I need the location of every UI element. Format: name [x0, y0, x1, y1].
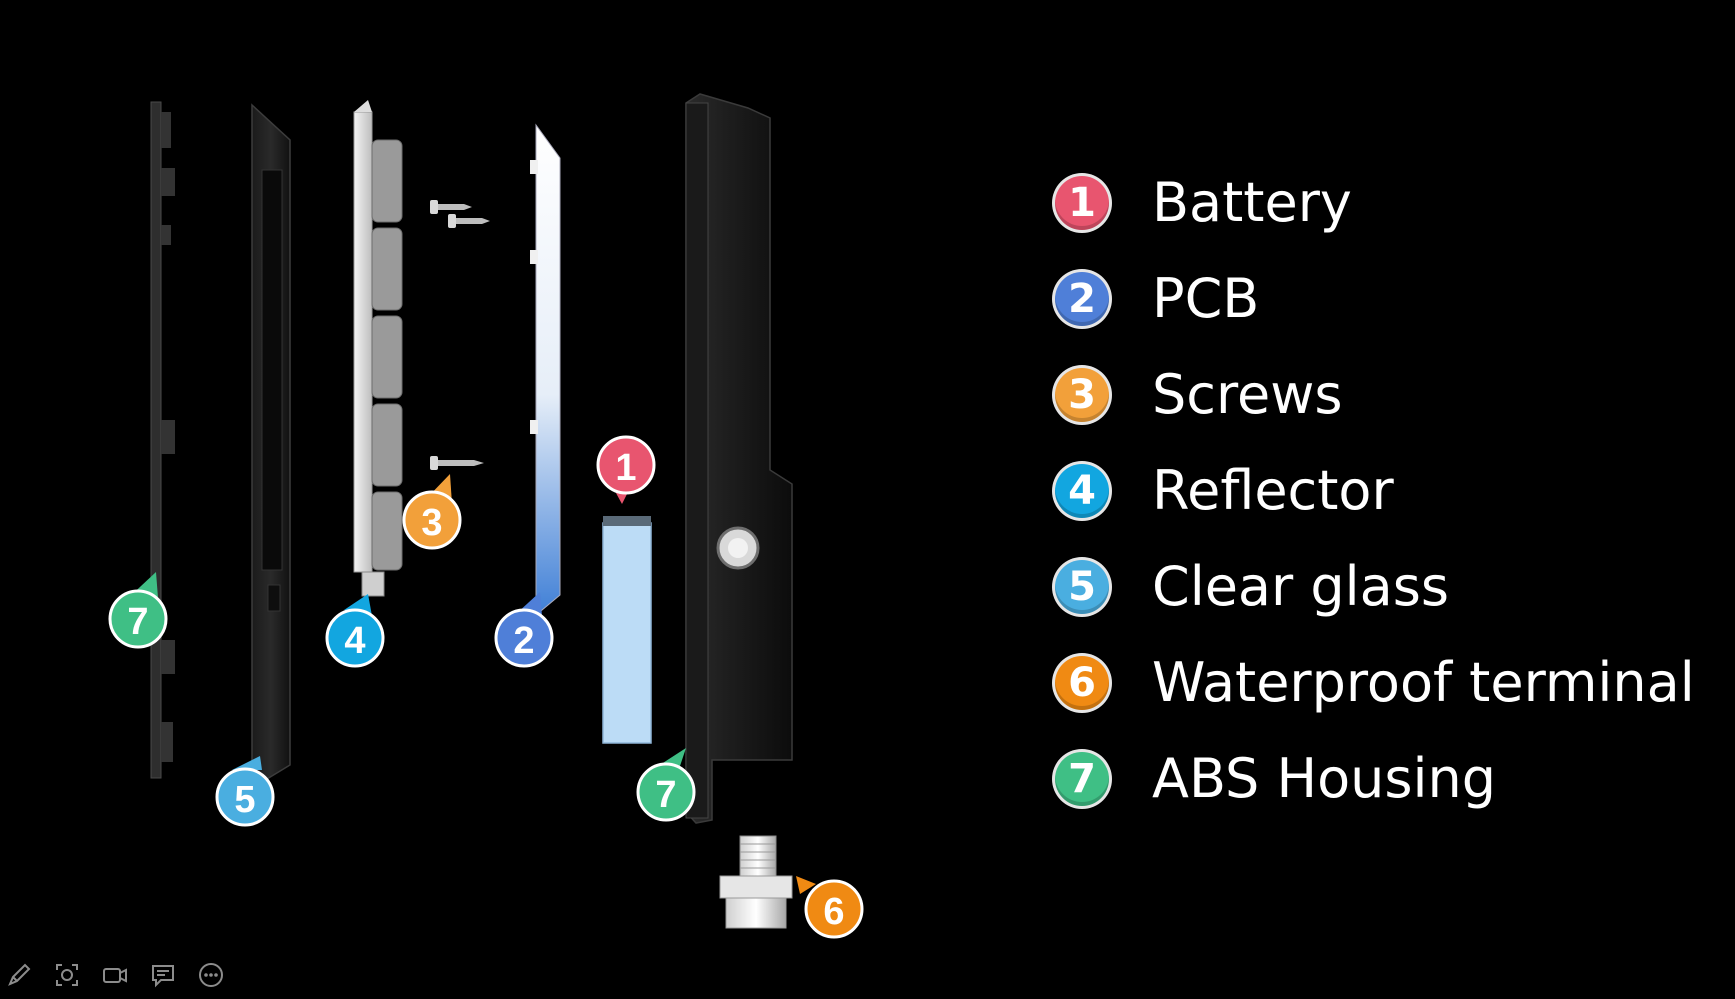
- legend-item-pcb: 2 PCB: [1055, 266, 1715, 362]
- callout-4: 4: [325, 594, 385, 668]
- camera-icon: [103, 968, 127, 983]
- screw-bottom: [430, 456, 484, 470]
- battery-top: [603, 516, 651, 526]
- svg-text:3: 3: [421, 502, 442, 544]
- legend-badge-2: 2: [1055, 272, 1109, 326]
- callout-7-left: 7: [108, 572, 168, 649]
- screw-top-2: [448, 214, 490, 228]
- screws: [430, 200, 490, 470]
- legend-item-reflector: 4 Reflector: [1055, 458, 1715, 554]
- svg-text:6: 6: [823, 891, 844, 933]
- legend-label-screws: Screws: [1152, 363, 1343, 426]
- clear-glass-frame: [251, 103, 291, 783]
- legend-label-waterproof-terminal: Waterproof terminal: [1152, 651, 1695, 714]
- legend-item-screws: 3 Screws: [1055, 362, 1715, 458]
- legend-badge-1: 1: [1055, 176, 1109, 230]
- svg-text:4: 4: [344, 620, 365, 662]
- screenshot-icon: [56, 964, 78, 986]
- legend-badge-4: 4: [1055, 464, 1109, 518]
- callout-6: 6: [796, 876, 864, 939]
- waterproof-terminal: [719, 835, 793, 929]
- svg-text:7: 7: [655, 774, 676, 816]
- callout-2: 2: [494, 592, 554, 668]
- svg-text:1: 1: [615, 447, 636, 489]
- pen-tool-button[interactable]: [2, 958, 36, 992]
- abs-housing-main: [685, 93, 793, 824]
- callout-3: 3: [402, 474, 462, 550]
- legend-badge-6: 6: [1055, 656, 1109, 710]
- abs-housing-back-frame: [150, 101, 175, 779]
- reflector: [353, 100, 403, 597]
- svg-text:7: 7: [127, 601, 148, 643]
- legend-label-abs-housing: ABS Housing: [1152, 747, 1496, 810]
- svg-text:2: 2: [513, 620, 534, 662]
- legend-item-abs-housing: 7 ABS Housing: [1055, 746, 1715, 842]
- legend-item-clear-glass: 5 Clear glass: [1055, 554, 1715, 650]
- legend-label-pcb: PCB: [1152, 267, 1260, 330]
- parts-legend: 1 Battery 2 PCB 3 Screws 4 Reflector 5 C…: [1055, 170, 1715, 842]
- legend-badge-5: 5: [1055, 560, 1109, 614]
- screenshot-tool-button[interactable]: [50, 958, 84, 992]
- legend-item-waterproof-terminal: 6 Waterproof terminal: [1055, 650, 1715, 746]
- legend-badge-7: 7: [1055, 752, 1109, 806]
- camera-tool-button[interactable]: [98, 958, 132, 992]
- battery-block: [602, 522, 652, 744]
- presentation-toolbar: [2, 958, 228, 992]
- legend-label-reflector: Reflector: [1152, 459, 1394, 522]
- legend-label-battery: Battery: [1152, 171, 1352, 234]
- more-tool-button[interactable]: [194, 958, 228, 992]
- legend-badge-3: 3: [1055, 368, 1109, 422]
- legend-item-battery: 1 Battery: [1055, 170, 1715, 266]
- callout-5: 5: [215, 756, 275, 827]
- pcb-board: [530, 123, 561, 617]
- legend-label-clear-glass: Clear glass: [1152, 555, 1450, 618]
- svg-text:5: 5: [234, 779, 255, 821]
- callout-7-right: 7: [636, 748, 696, 822]
- more-icon: [199, 963, 223, 987]
- chat-tool-button[interactable]: [146, 958, 180, 992]
- pen-icon: [8, 963, 31, 986]
- chat-icon: [152, 965, 174, 988]
- screw-top-1: [430, 200, 472, 214]
- callout-1: 1: [596, 435, 656, 504]
